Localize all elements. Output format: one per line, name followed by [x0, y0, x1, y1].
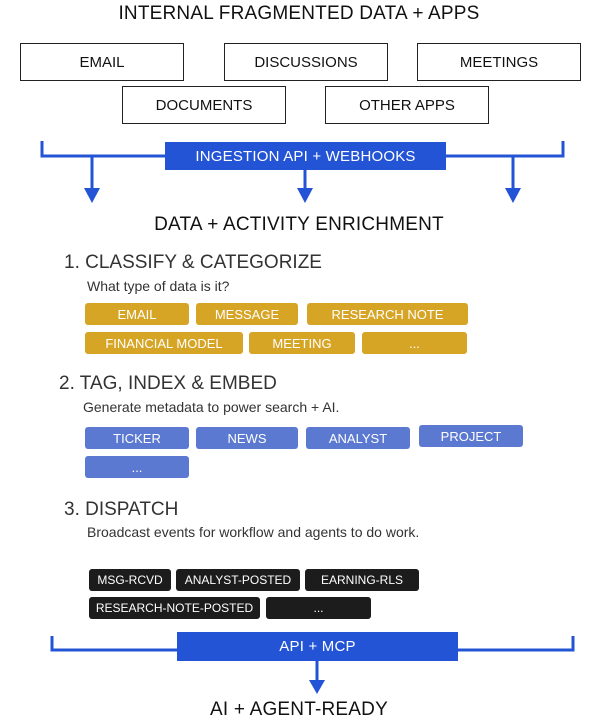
- chip-msg-rcvd: MSG-RCVD: [89, 569, 171, 591]
- chip-research-note-posted: RESEARCH-NOTE-POSTED: [89, 597, 260, 619]
- step-2-description: Generate metadata to power search + AI.: [83, 399, 340, 415]
- chip-more: ...: [266, 597, 371, 619]
- source-documents-box: DOCUMENTS: [122, 86, 286, 124]
- source-label: EMAIL: [79, 53, 125, 71]
- ingestion-label: INGESTION API + WEBHOOKS: [195, 147, 416, 165]
- chip-research-note: RESEARCH NOTE: [307, 303, 468, 325]
- chip-ticker: TICKER: [85, 427, 189, 449]
- chip-analyst-posted: ANALYST-POSTED: [176, 569, 300, 591]
- page-title: INTERNAL FRAGMENTED DATA + APPS: [118, 3, 480, 24]
- chip-earning-rls: EARNING-RLS: [305, 569, 419, 591]
- chip-more: ...: [362, 332, 467, 354]
- chip-more: ...: [85, 456, 189, 478]
- chip-analyst: ANALYST: [306, 427, 410, 449]
- step-3-title: 3. DISPATCH: [64, 499, 179, 520]
- source-email-box: EMAIL: [20, 43, 184, 81]
- ingestion-api-bar: INGESTION API + WEBHOOKS: [165, 142, 446, 170]
- api-label: API + MCP: [279, 638, 356, 655]
- arrow-output-head: [309, 680, 325, 694]
- chip-project: PROJECT: [419, 425, 523, 447]
- arrow-right-head: [505, 188, 521, 203]
- step-3-description: Broadcast events for workflow and agents…: [87, 524, 420, 540]
- chip-email: EMAIL: [85, 303, 189, 325]
- step-2-title: 2. TAG, INDEX & EMBED: [59, 373, 277, 394]
- step-1-title: 1. CLASSIFY & CATEGORIZE: [64, 252, 322, 273]
- source-label: DOCUMENTS: [155, 96, 253, 114]
- source-other-apps-box: OTHER APPS: [325, 86, 489, 124]
- source-label: MEETINGS: [459, 53, 539, 71]
- output-label: AI + AGENT-READY: [210, 699, 388, 720]
- source-label: OTHER APPS: [359, 96, 455, 114]
- chip-meeting: MEETING: [249, 332, 355, 354]
- chip-message: MESSAGE: [196, 303, 298, 325]
- arrow-left-head: [84, 188, 100, 203]
- source-label: DISCUSSIONS: [254, 53, 358, 71]
- step-1-description: What type of data is it?: [87, 278, 230, 294]
- source-discussions-box: DISCUSSIONS: [224, 43, 388, 81]
- api-mcp-bar: API + MCP: [177, 632, 458, 661]
- source-meetings-box: MEETINGS: [417, 43, 581, 81]
- chip-financial-model: FINANCIAL MODEL: [85, 332, 243, 354]
- enrichment-title: DATA + ACTIVITY ENRICHMENT: [154, 214, 444, 235]
- arrow-center-head: [297, 188, 313, 203]
- chip-news: NEWS: [196, 427, 298, 449]
